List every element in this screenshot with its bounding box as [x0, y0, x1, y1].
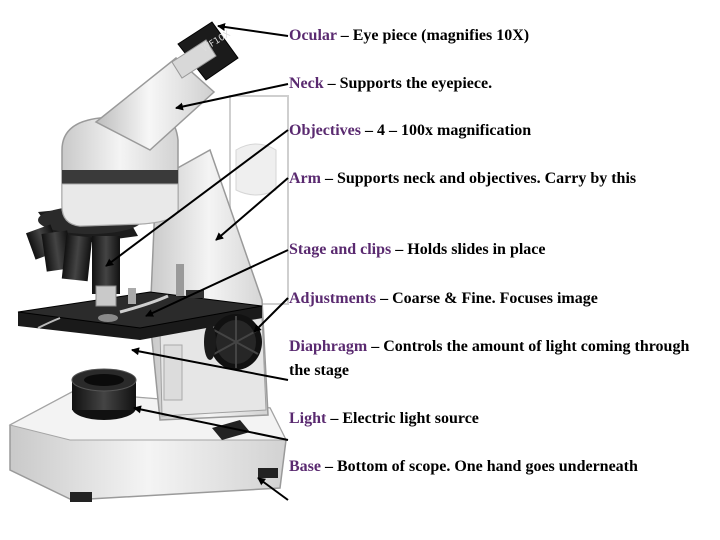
label-stage-and-clips: Stage and clips – Holds slides in place [289, 238, 709, 262]
arrow-adjustments [253, 297, 289, 333]
arrow-base [257, 477, 289, 501]
desc-base: – Bottom of scope. One hand goes underne… [321, 458, 638, 475]
light-source [71, 368, 137, 420]
light-switch [212, 420, 250, 440]
term-neck: Neck [289, 75, 324, 92]
label-base: Base – Bottom of scope. One hand goes un… [289, 455, 709, 479]
label-adjustments: Adjustments – Coarse & Fine. Focuses ima… [289, 287, 709, 311]
focus-knob [204, 314, 262, 370]
desc-ocular: – Eye piece (magnifies 10X) [336, 27, 530, 44]
term-base: Base [289, 458, 321, 475]
pointer-arrows [105, 23, 289, 501]
desc-neck: – Supports the eyepiece. [323, 75, 493, 92]
stage-platform [17, 291, 263, 340]
term-objectives: Objectives [289, 122, 361, 139]
term-light: Light [289, 410, 327, 427]
arrow-neck [175, 83, 289, 111]
desc-objectives: – 4 – 100x magnification [360, 122, 532, 139]
desc-stage-and-clips: – Holds slides in place [391, 241, 546, 258]
arrow-light [133, 405, 289, 441]
desc-light: – Electric light source [326, 410, 479, 427]
arrow-objectives [105, 129, 289, 267]
arrow-stage [145, 249, 289, 317]
label-objectives: Objectives – 4 – 100x magnification [289, 119, 709, 143]
label-ocular: Ocular – Eye piece (magnifies 10X) [289, 24, 709, 48]
label-light: Light – Electric light source [289, 407, 709, 431]
label-arm: Arm – Supports neck and objectives. Carr… [289, 167, 709, 191]
term-stage-and-clips: Stage and clips [289, 241, 392, 258]
arrow-ocular [217, 23, 289, 37]
term-arm: Arm [289, 170, 321, 187]
term-adjustments: Adjustments [289, 290, 377, 307]
label-neck: Neck – Supports the eyepiece. [289, 72, 709, 96]
term-diaphragm: Diaphragm [289, 338, 368, 355]
label-diaphragm: Diaphragm – Controls the amount of light… [289, 335, 709, 383]
arrow-arm [215, 177, 289, 241]
desc-adjustments: – Coarse & Fine. Focuses image [376, 290, 598, 307]
arrow-diaphragm [131, 347, 289, 381]
desc-diaphragm: – Controls the amount of light coming th… [289, 338, 690, 379]
term-ocular: Ocular [289, 27, 337, 44]
neck [94, 57, 216, 151]
desc-arm: – Supports neck and objectives. Carry by… [320, 170, 637, 187]
